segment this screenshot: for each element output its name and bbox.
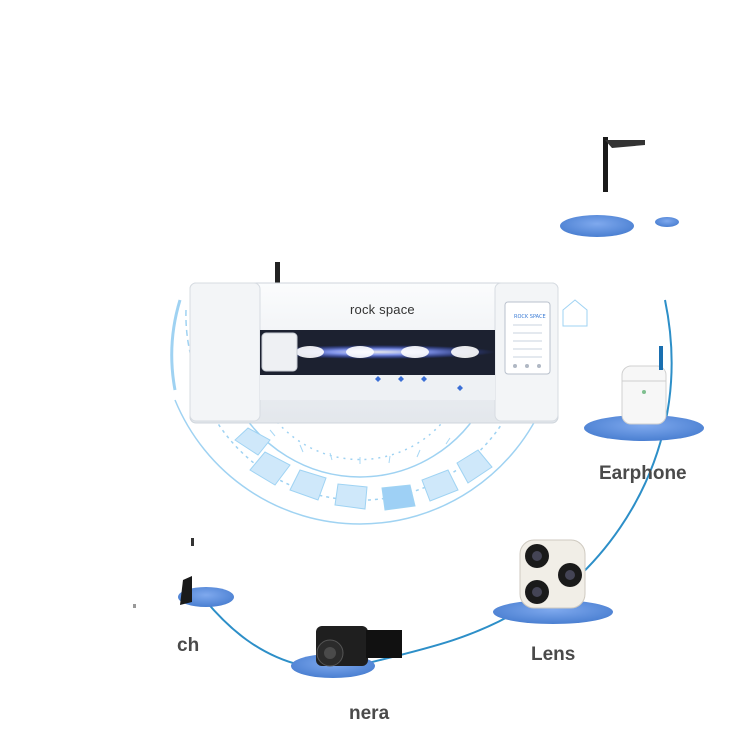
device-label-earphone: Earphone: [599, 463, 687, 484]
cutting-machine: [189, 262, 588, 424]
earphone-platform: [584, 346, 704, 441]
hud-segments: [234, 427, 493, 511]
device-label-camera: nera: [349, 703, 390, 724]
machine-screen-title: ROCK SPACE: [514, 314, 546, 320]
connection-curve: [204, 299, 673, 666]
lens-platform: [493, 539, 613, 624]
phone-platform: [560, 137, 679, 237]
device-label-lens: Lens: [531, 644, 576, 665]
machine-brand-label: rock space: [350, 302, 415, 317]
hud-ticks: [269, 429, 451, 464]
camera-platform: [291, 626, 402, 678]
device-label-watch: ch: [177, 635, 200, 656]
watch-platform: [133, 538, 234, 608]
